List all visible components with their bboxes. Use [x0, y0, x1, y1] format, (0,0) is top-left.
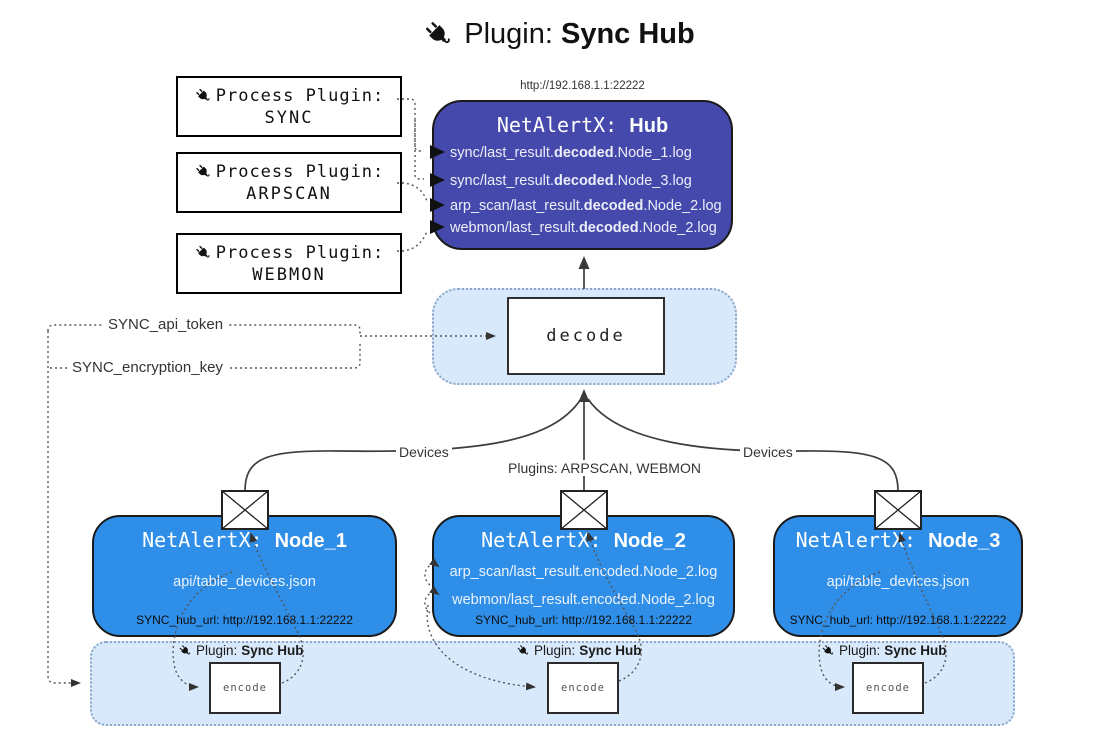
- encode-box-2: encode: [547, 662, 619, 714]
- plug-icon: [194, 86, 212, 105]
- process-plugin-name: ARPSCAN: [246, 183, 332, 204]
- plug-icon: [821, 643, 835, 658]
- node-row: arp_scan/last_result.encoded.Node_2.log: [449, 564, 718, 580]
- hub-box: NetAlertX: Hub sync/last_result.decoded.…: [432, 100, 733, 250]
- node-3-box: NetAlertX: Node_3 api/table_devices.json…: [773, 515, 1023, 637]
- node-1-box: NetAlertX: Node_1 api/table_devices.json…: [92, 515, 397, 637]
- sync-api-token-label: SYNC_api_token: [104, 316, 228, 333]
- process-plugin-label: Process Plugin:: [215, 242, 385, 263]
- connector-left-to-encode-strip: [47, 331, 81, 687]
- decode-box: decode: [507, 297, 665, 375]
- connector-sync-to-hub-row2: [414, 120, 424, 180]
- process-plugin-label: Process Plugin:: [215, 85, 385, 106]
- node-title: NetAlertX: Node_1: [142, 528, 347, 552]
- node-row: api/table_devices.json: [173, 574, 316, 590]
- node-row: webmon/last_result.encoded.Node_2.log: [452, 592, 715, 608]
- process-plugin-arpscan: Process Plugin: ARPSCAN: [176, 152, 402, 213]
- plug-icon: [194, 243, 212, 262]
- sync-encryption-key-label: SYNC_encryption_key: [68, 359, 227, 376]
- node-2-box: NetAlertX: Node_2 arp_scan/last_result.e…: [432, 515, 735, 637]
- hub-log-row: sync/last_result.decoded.Node_3.log: [450, 173, 692, 189]
- process-plugin-sync: Process Plugin: SYNC: [176, 76, 402, 137]
- process-plugin-webmon: Process Plugin: WEBMON: [176, 233, 402, 294]
- process-plugin-label: Process Plugin:: [215, 161, 385, 182]
- encoder-label-2: Plugin:Sync Hub: [516, 642, 642, 658]
- node-hub-url: SYNC_hub_url: http://192.168.1.1:22222: [136, 613, 353, 627]
- process-plugin-name: SYNC: [264, 107, 314, 128]
- node-title: NetAlertX: Node_3: [795, 528, 1001, 552]
- title-name: Sync Hub: [560, 17, 695, 50]
- plug-icon: [516, 643, 530, 658]
- encode-box-3: encode: [852, 662, 924, 714]
- hub-log-row: arp_scan/last_result.decoded.Node_2.log: [450, 198, 722, 214]
- encoder-label-3: Plugin:Sync Hub: [821, 642, 947, 658]
- devices-left-label: Devices: [396, 444, 452, 460]
- plugins-middle-label: Plugins: ARPSCAN, WEBMON: [505, 460, 704, 476]
- hub-log-row: webmon/last_result.decoded.Node_2.log: [450, 220, 717, 236]
- encode-box-1: encode: [209, 662, 281, 714]
- plug-icon: [422, 17, 454, 51]
- diagram-title: Plugin: Sync Hub: [0, 12, 1117, 56]
- node-row: api/table_devices.json: [826, 574, 970, 590]
- title-prefix: Plugin:: [464, 17, 553, 50]
- process-plugin-name: WEBMON: [252, 264, 326, 285]
- devices-right-label: Devices: [740, 444, 796, 460]
- node-hub-url: SYNC_hub_url: http://192.168.1.1:22222: [789, 613, 1007, 627]
- node-hub-url: SYNC_hub_url: http://192.168.1.1:22222: [475, 613, 692, 627]
- encoder-label-1: Plugin:Sync Hub: [178, 642, 304, 658]
- plug-icon: [178, 643, 192, 658]
- plug-icon: [194, 162, 212, 181]
- hub-url-label: http://192.168.1.1:22222: [520, 80, 645, 92]
- hub-log-row: sync/last_result.decoded.Node_1.log: [450, 145, 692, 161]
- node-title: NetAlertX: Node_2: [481, 528, 686, 552]
- hub-title: NetAlertX: Hub: [496, 113, 669, 137]
